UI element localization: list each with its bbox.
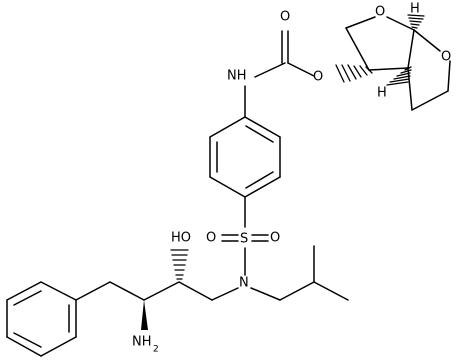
hashed-bond: [407, 14, 425, 31]
bond: [6, 336, 42, 357]
ester-oxygen: O: [313, 70, 323, 85]
sulfonamide-nitrogen: N: [239, 276, 249, 291]
bond: [345, 16, 376, 29]
bond: [407, 67, 413, 111]
bond: [209, 176, 246, 198]
sulfonyl-oxygen-left: O: [206, 231, 216, 246]
amino-subscript: 2: [153, 345, 159, 355]
bond: [40, 281, 77, 301]
sulfonamide-nitrogen-group: N: [211, 245, 349, 301]
hashed-bond: [386, 66, 412, 86]
hashed-bond: [335, 64, 373, 83]
wedge-bond: [141, 300, 148, 330]
bond: [386, 16, 415, 31]
stereo-hydrogen-top: H: [410, 2, 420, 17]
carbamate-group: O O NH: [227, 10, 323, 118]
bond: [13, 332, 42, 348]
sulfonyl-oxygen-right: O: [270, 231, 280, 246]
bond: [411, 90, 449, 111]
hashed-bond: [170, 249, 189, 280]
bond: [245, 125, 274, 143]
carbonyl-oxygen: O: [280, 10, 290, 25]
bond: [6, 281, 42, 301]
bond: [13, 290, 42, 306]
furan-oxygen-upper: O: [375, 5, 385, 20]
furan-oxygen-lower: O: [441, 50, 451, 65]
bond: [109, 281, 145, 301]
bond: [143, 281, 180, 301]
stereo-hydrogen-left: H: [377, 86, 387, 101]
bond: [244, 176, 281, 198]
bond: [244, 116, 281, 138]
bond: [209, 116, 246, 138]
bond: [407, 29, 415, 69]
sulfur-atom: S: [240, 232, 248, 247]
bond: [345, 27, 370, 71]
bond: [447, 60, 451, 92]
hydroxyl-group: HO: [171, 231, 191, 246]
amino-group: NH: [132, 335, 152, 350]
sulfonyl-group: O S O: [206, 231, 280, 276]
benzene-ring-central: [209, 116, 281, 228]
bond: [245, 171, 274, 189]
bond: [211, 287, 239, 301]
bond: [254, 62, 286, 78]
bond: [413, 29, 441, 52]
bis-tetrahydrofuran-group: O O H H: [335, 2, 451, 111]
bond: [75, 281, 111, 301]
bond: [368, 67, 409, 71]
benzene-ring-terminal: [6, 281, 77, 357]
bond: [250, 287, 281, 301]
bond: [313, 281, 349, 301]
carbamate-nh: NH: [227, 69, 247, 84]
bond: [40, 336, 77, 357]
bond: [279, 281, 315, 301]
hydroxy-amino-chain: HO NH 2: [75, 231, 213, 355]
bond: [287, 62, 315, 77]
bond: [178, 281, 213, 301]
